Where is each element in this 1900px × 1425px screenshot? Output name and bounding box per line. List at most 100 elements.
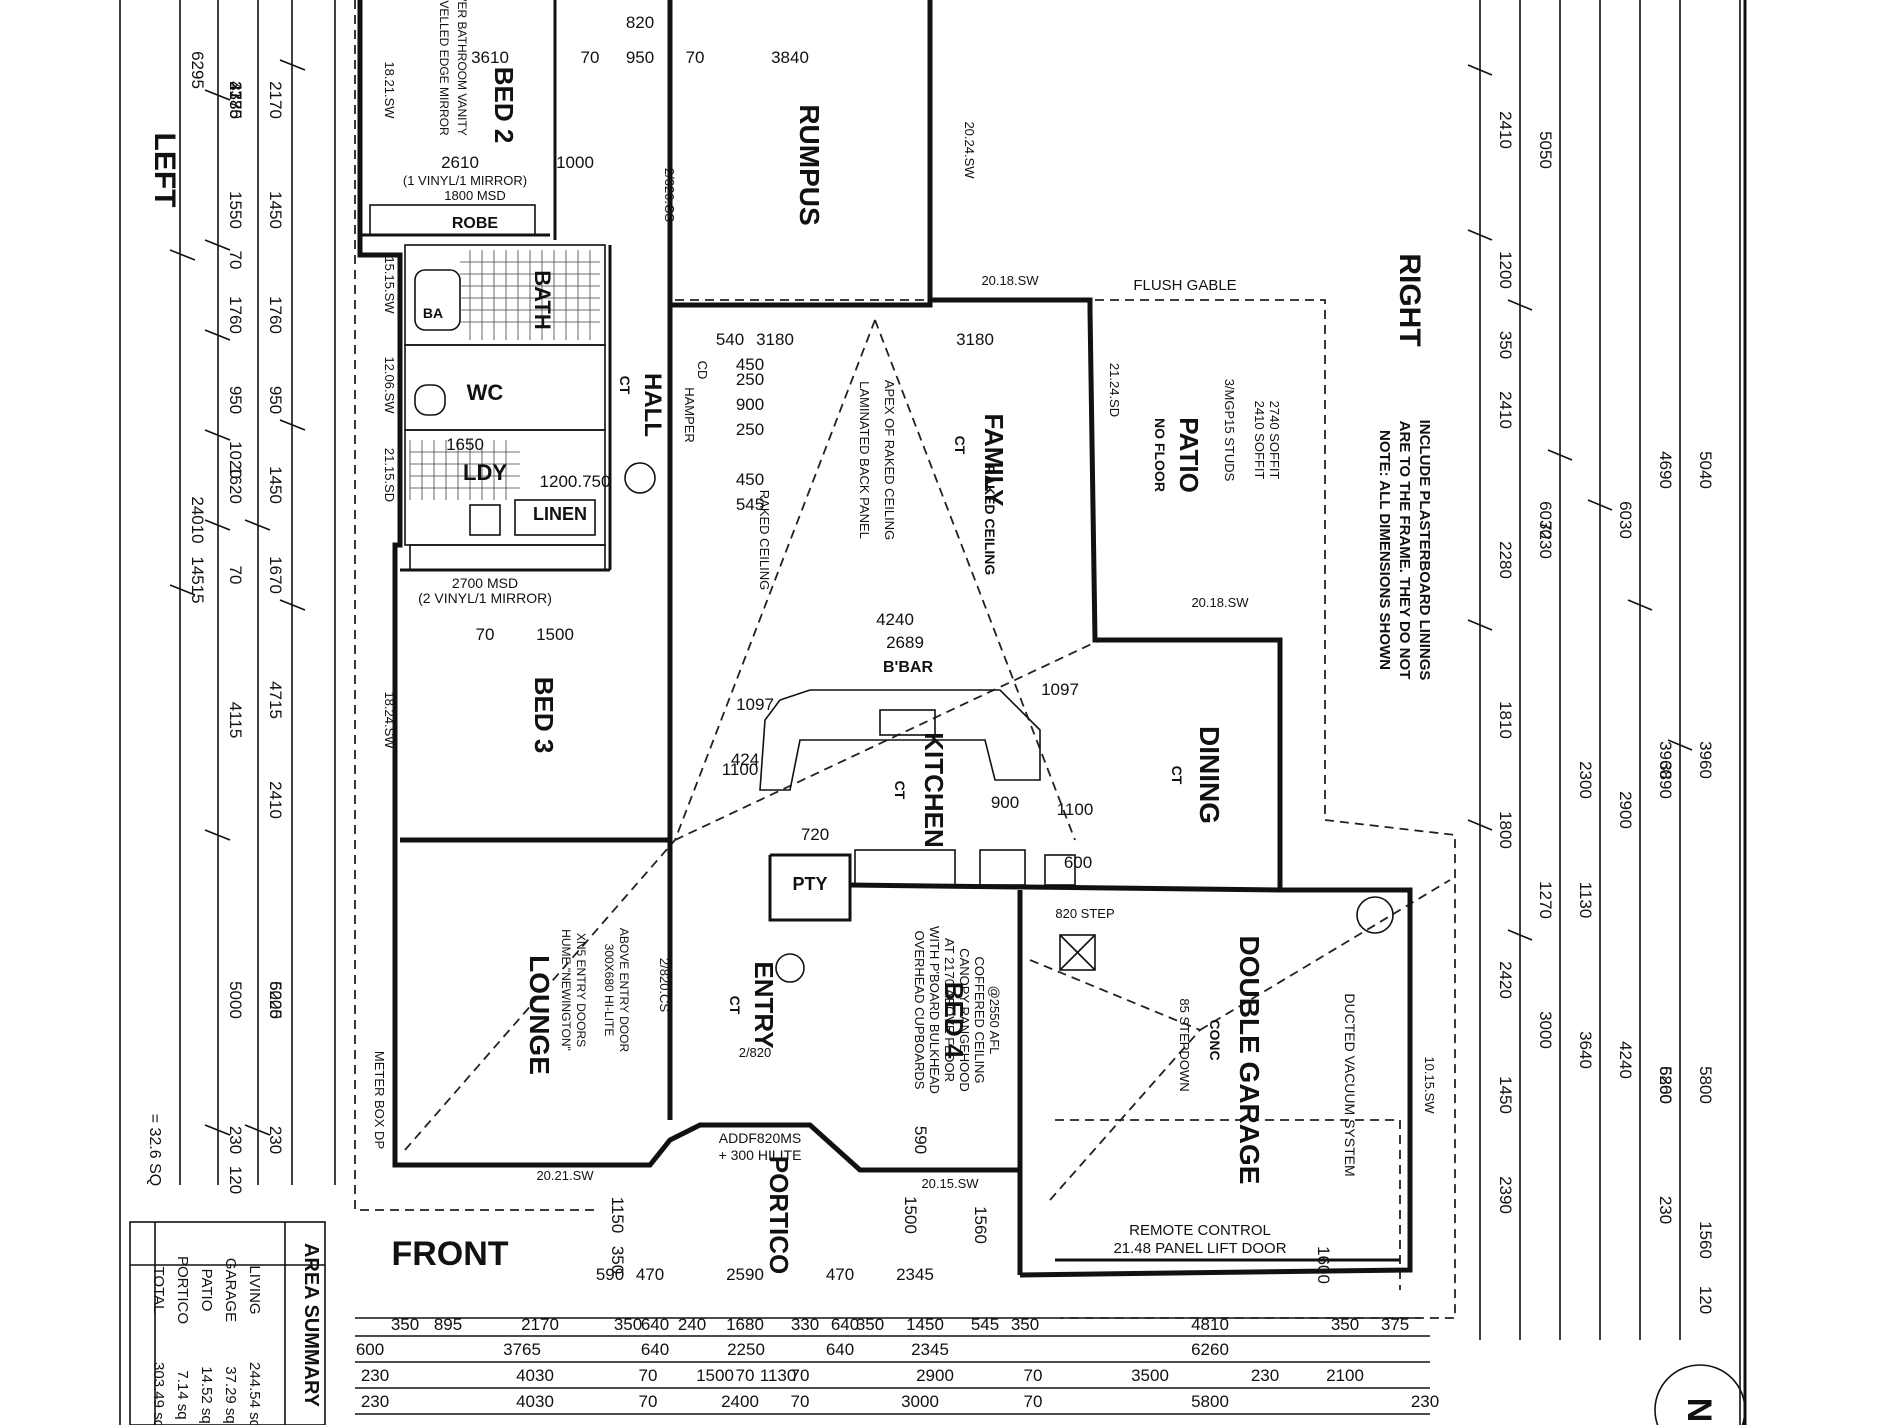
opening-code: 20.15.SW bbox=[921, 1176, 979, 1191]
dims-left-a-value: 1760 bbox=[226, 296, 245, 334]
dims-bottom-4-value: 230 bbox=[1411, 1392, 1439, 1411]
room-hall: HALL bbox=[639, 373, 666, 437]
dims-front-value: 2345 bbox=[896, 1265, 934, 1284]
dims-bottom-3-value: 70 bbox=[1024, 1366, 1043, 1385]
area-row-value: 244.54 sq bbox=[246, 1362, 263, 1425]
dims-top-value: 1100 bbox=[722, 760, 759, 779]
dims-bottom-4-value: 2400 bbox=[721, 1392, 759, 1411]
dims-bottom-4-value: 4030 bbox=[516, 1392, 554, 1411]
room-portico: PORTICO bbox=[764, 1156, 794, 1274]
dims-bottom-1-value: 1680 bbox=[726, 1315, 764, 1334]
dims-bottom-3-value: 70 bbox=[639, 1366, 658, 1385]
dims-top-value: 1650 bbox=[446, 435, 484, 454]
opening-code: 21.24.SD bbox=[1107, 363, 1122, 417]
dims-bottom-4-value: 70 bbox=[791, 1392, 810, 1411]
dims-right-value: 5040 bbox=[1696, 451, 1715, 489]
dims-right-value: 2390 bbox=[1496, 1176, 1515, 1214]
dims-top-value: 545 bbox=[736, 495, 764, 514]
dims-left-a-value: 1620 bbox=[226, 466, 245, 504]
opening-code: 10.15.SW bbox=[1422, 1056, 1437, 1114]
note-soffit-2: 2740 SOFFIT bbox=[1267, 401, 1282, 480]
room-family-ceiling: RAKED CEILING bbox=[982, 465, 998, 576]
dims-right-value: 1560 bbox=[1696, 1221, 1715, 1259]
dims-right-value: 4690 bbox=[1656, 451, 1675, 489]
note-line-1: NOTE: ALL DIMENSIONS SHOWN bbox=[1376, 430, 1393, 670]
dims-bottom-1-value: 640 bbox=[641, 1315, 669, 1334]
label-front: FRONT bbox=[391, 1235, 508, 1273]
dims-left-a-value: 1020 bbox=[226, 441, 245, 479]
dims-top-value: 540 bbox=[716, 330, 744, 349]
opening-code: 20.18.SW bbox=[981, 273, 1039, 288]
dims-right-value: 350 bbox=[1496, 331, 1515, 359]
raked-line-right bbox=[874, 319, 1076, 841]
dims-left-b-value: 1450 bbox=[266, 466, 285, 504]
dims-top-value: 720 bbox=[801, 825, 829, 844]
dims-left-b-value: 1760 bbox=[266, 296, 285, 334]
dims-bottom-1-value: 350 bbox=[391, 1315, 419, 1334]
area-row-value: 37.29 sq bbox=[222, 1366, 239, 1424]
note-vanity: OVER BATHROOM VANITY bbox=[455, 0, 469, 136]
dims-top-value: 3180 bbox=[956, 330, 994, 349]
dims-left-a-value: 4385 bbox=[226, 81, 245, 119]
note-bevelled: BEVELLED EDGE MIRROR bbox=[437, 0, 451, 136]
dims-right-value: 3640 bbox=[1576, 1031, 1595, 1069]
room-wc: WC bbox=[467, 380, 504, 405]
room-bbar: B'BAR bbox=[883, 659, 933, 676]
right-dimension-rails bbox=[1467, 0, 1693, 1340]
roof-outline bbox=[354, 0, 1456, 1319]
room-rumpus: RUMPUS bbox=[794, 104, 825, 225]
dims-bottom-1-value: 640 bbox=[831, 1315, 859, 1334]
dims-top-value: 3610 bbox=[471, 48, 509, 67]
room-patio: PATIO bbox=[1174, 417, 1204, 493]
dims-bottom-1-value: 375 bbox=[1381, 1315, 1409, 1334]
room-garage-floor: CONC bbox=[1207, 1019, 1223, 1060]
dims-bottom-3-value: 4030 bbox=[516, 1366, 554, 1385]
external-walls bbox=[357, 0, 1413, 1278]
room-linen: LINEN bbox=[533, 504, 587, 524]
dims-top-value: 4240 bbox=[876, 610, 914, 629]
note-coffered: COFFERED CEILING bbox=[972, 956, 987, 1083]
dims-left-b-value: 4715 bbox=[266, 681, 285, 719]
note-msd-1b: (2 VINYL/1 MIRROR) bbox=[418, 590, 552, 606]
room-ba: BA bbox=[423, 305, 443, 321]
dims-right-value: 3000 bbox=[1536, 1011, 1555, 1049]
dims-bottom-3-value: 1130 bbox=[760, 1366, 797, 1385]
note-hilite-above: ABOVE ENTRY DOOR bbox=[617, 928, 631, 1053]
dims-front-value: 350 bbox=[608, 1246, 627, 1274]
dims-top-value: 1000 bbox=[556, 153, 594, 172]
dims-top-value: 70 bbox=[476, 625, 495, 644]
note-overhead-cupboards: OVERHEAD CUPBOARDS bbox=[912, 931, 927, 1090]
note-hamper: HAMPER bbox=[682, 387, 697, 443]
dims-bottom-2-value: 2250 bbox=[727, 1340, 765, 1359]
north-arrow: N bbox=[1654, 1364, 1746, 1425]
dims-top-value: 3840 bbox=[771, 48, 809, 67]
dims-right-value: 1200 bbox=[1496, 251, 1515, 289]
dims-right-value: 2900 bbox=[1616, 791, 1635, 829]
dims-bottom-4-value: 70 bbox=[1024, 1392, 1043, 1411]
dims-right-value: 3890 bbox=[1656, 761, 1675, 799]
dims-right-value: 6030 bbox=[1616, 501, 1635, 539]
dims-right-value: 230 bbox=[1656, 1196, 1675, 1224]
opening-code: 15.15.SW bbox=[382, 256, 397, 314]
room-ldy: LDY bbox=[463, 460, 507, 485]
wet-area-tiling bbox=[409, 250, 600, 500]
room-patio-floor: NO FLOOR bbox=[1152, 418, 1168, 492]
dims-left-b-value: 950 bbox=[266, 386, 285, 414]
dims-bottom-4-value: 5800 bbox=[1191, 1392, 1229, 1411]
dims-bottom-1-value: 350 bbox=[614, 1315, 642, 1334]
dims-right-value: 1450 bbox=[1496, 1076, 1515, 1114]
room-bed4: BED 4 bbox=[939, 982, 969, 1059]
dims-bottom-1-value: 350 bbox=[856, 1315, 884, 1334]
dims-right-value: 2420 bbox=[1496, 961, 1515, 999]
dims-bottom-2-value: 2345 bbox=[911, 1340, 949, 1359]
dims-bottom-4-value: 3000 bbox=[901, 1392, 939, 1411]
room-bath: BATH bbox=[530, 270, 555, 329]
dims-bottom-2-value: 3765 bbox=[503, 1340, 541, 1359]
note-laminated-panel: LAMINATED BACK PANEL bbox=[857, 381, 872, 539]
note-cd-1: CD bbox=[695, 361, 710, 380]
dims-top-value: 900 bbox=[736, 395, 764, 414]
dims-right-value: 2410 bbox=[1496, 391, 1515, 429]
dims-left-a-value: 70 bbox=[226, 251, 245, 270]
dims-bottom-1-value: 895 bbox=[434, 1315, 462, 1334]
